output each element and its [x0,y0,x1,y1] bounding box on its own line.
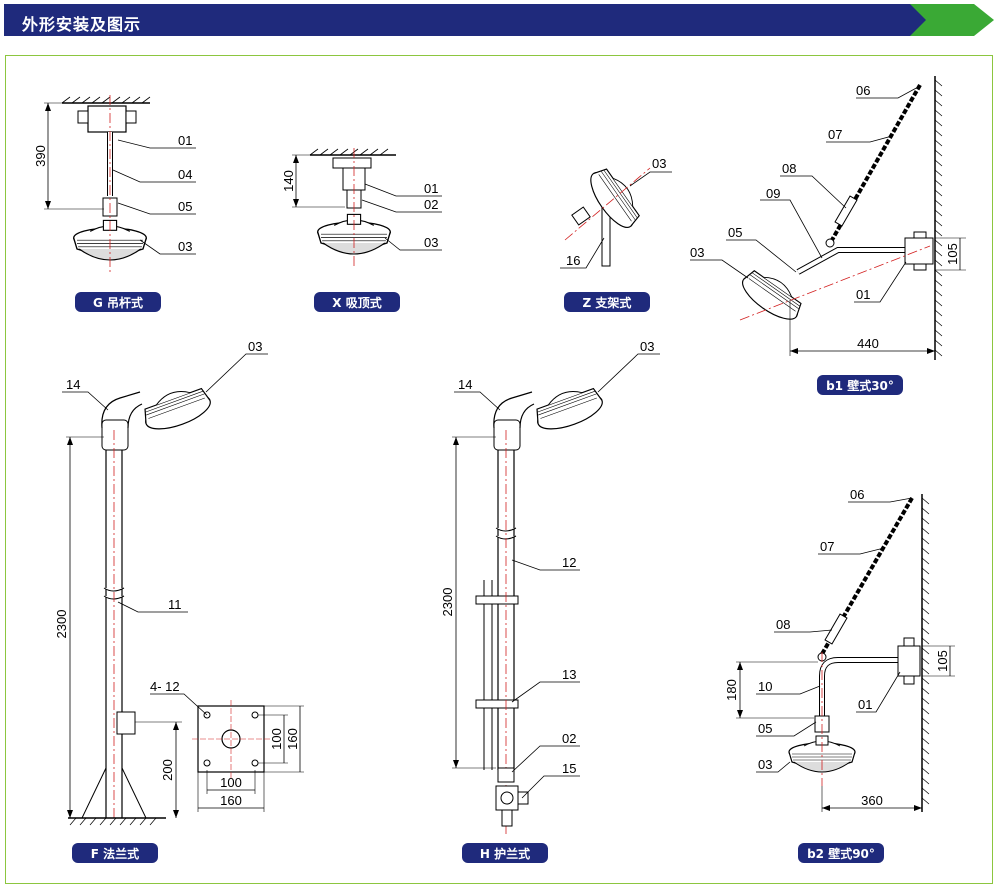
label-z-03: 03 [652,156,666,171]
label-h-14: 14 [458,377,472,392]
caption-b2-bg [798,843,884,863]
dim-f-200: 200 [160,759,175,781]
label-f-03: 03 [248,339,262,354]
caption-g-bg [75,292,161,312]
label-h-15: 15 [562,761,576,776]
label-b1-03: 03 [690,245,704,260]
label-g-01: 01 [178,133,192,148]
label-b1-05: 05 [728,225,742,240]
figure-b1-wall-30: 440 105 06 07 08 09 05 03 01 b1 壁式30° [690,76,966,395]
dim-f-100-v: 100 [269,728,284,750]
figure-b2-wall-90: 180 360 105 06 07 08 10 01 05 03 b2 壁式90… [724,487,955,863]
label-h-12: 12 [562,555,576,570]
dim-b1-105: 105 [945,243,960,265]
dim-f-100-h: 100 [220,775,242,790]
dim-g-390: 390 [33,145,48,167]
label-z-16: 16 [566,253,580,268]
caption-x-bg [314,292,400,312]
dim-f-2300: 2300 [54,610,69,639]
header-banner [4,4,994,36]
section-header: 外形安装及图示 [4,4,994,36]
label-b2-01: 01 [858,697,872,712]
label-h-03: 03 [640,339,654,354]
label-x-02: 02 [424,197,438,212]
label-g-05: 05 [178,199,192,214]
caption-b2: b2 壁式90° [807,846,875,861]
label-b2-03: 03 [758,757,772,772]
dim-f-160-h: 160 [220,793,242,808]
dim-b2-180: 180 [724,679,739,701]
dim-h-2300: 2300 [440,588,455,617]
label-h-13: 13 [562,667,576,682]
caption-h-bg [462,843,548,863]
dim-x-140: 140 [281,170,296,192]
label-f-14: 14 [66,377,80,392]
figure-f-flange: 2300 200 100 160 100 160 14 03 11 [54,339,304,863]
label-x-01: 01 [424,181,438,196]
label-h-02: 02 [562,731,576,746]
figure-x-ceiling: 140 01 02 03 X 吸顶式 [281,148,442,312]
figure-h-guard: 2300 14 03 12 13 02 15 H 护兰式 [440,339,660,863]
label-b2-08: 08 [776,617,790,632]
label-b2-05: 05 [758,721,772,736]
label-g-03: 03 [178,239,192,254]
caption-f: F 法兰式 [91,846,139,861]
caption-f-bg [72,843,158,863]
dim-f-160-v: 160 [285,728,300,750]
label-b1-08: 08 [782,161,796,176]
caption-b1-bg [817,375,903,395]
label-f-11: 11 [168,597,182,612]
label-x-03: 03 [424,235,438,250]
label-b2-10: 10 [758,679,772,694]
caption-z: Z 支架式 [583,295,632,310]
label-b1-07: 07 [828,127,842,142]
caption-g: G 吊杆式 [93,295,143,310]
dim-b2-105: 105 [935,650,950,672]
diagram-panel [5,55,993,884]
label-b1-01: 01 [856,287,870,302]
figure-g-pendant: 390 01 04 05 03 G 吊杆式 [33,95,196,312]
label-g-04: 04 [178,167,192,182]
dim-b2-360: 360 [861,793,883,808]
label-b2-07: 07 [820,539,834,554]
caption-b1: b1 壁式30° [826,378,894,393]
dim-b1-440: 440 [857,336,879,351]
page-title: 外形安装及图示 [22,15,142,34]
label-f-4-12: 4- 12 [150,679,180,694]
caption-x: X 吸顶式 [332,295,381,310]
label-b2-06: 06 [850,487,864,502]
label-b1-09: 09 [766,186,780,201]
caption-z-bg [564,292,650,312]
label-b1-06: 06 [856,83,870,98]
caption-h: H 护兰式 [480,846,530,861]
figure-z-bracket: 03 16 Z 支架式 [560,156,672,312]
